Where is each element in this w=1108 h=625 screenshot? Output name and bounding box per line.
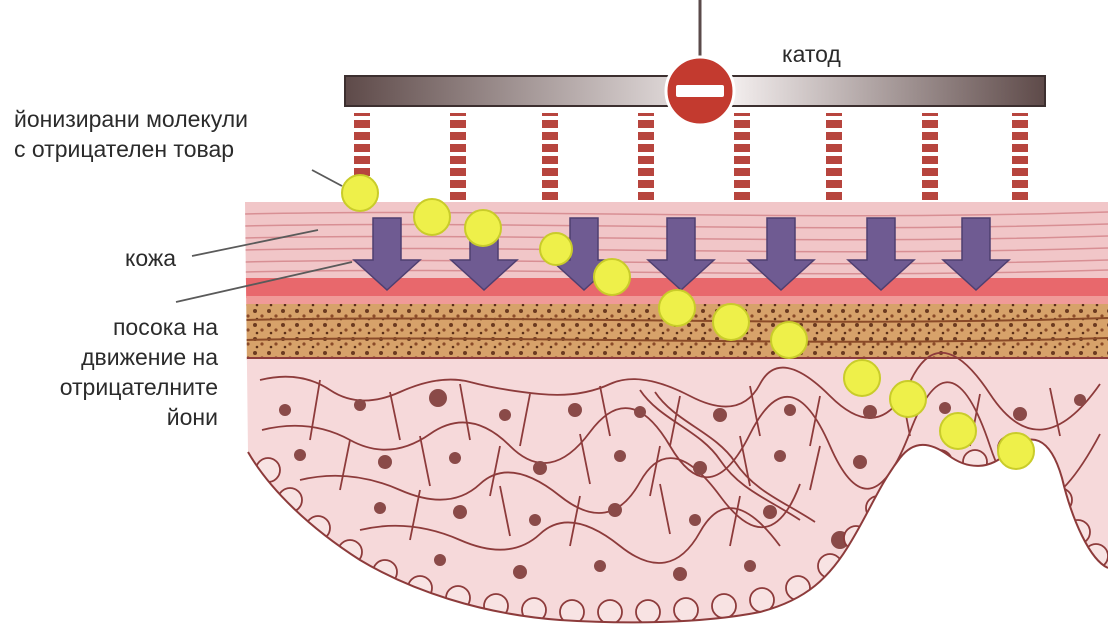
direction-label-line-3: отрицателните <box>58 372 218 402</box>
ions-label-line-2: с отрицателен товар <box>14 134 248 164</box>
direction-label-line-1: посока на <box>58 312 218 342</box>
ions-label: йонизирани молекули с отрицателен товар <box>14 104 248 164</box>
direction-label: посока на движение на отрицателните йони <box>58 312 218 432</box>
cathode-label-text: катод <box>782 39 841 69</box>
cathode-label: катод <box>782 39 841 69</box>
leader-ions <box>312 170 342 186</box>
minus-circle-icon <box>666 57 734 125</box>
direction-label-line-4: йони <box>58 402 218 432</box>
skin-label-text: кожа <box>125 243 176 273</box>
skin-label: кожа <box>125 243 176 273</box>
direction-label-line-2: движение на <box>58 342 218 372</box>
electrode-pins <box>354 113 1028 205</box>
ions-label-line-1: йонизирани молекули <box>14 104 248 134</box>
